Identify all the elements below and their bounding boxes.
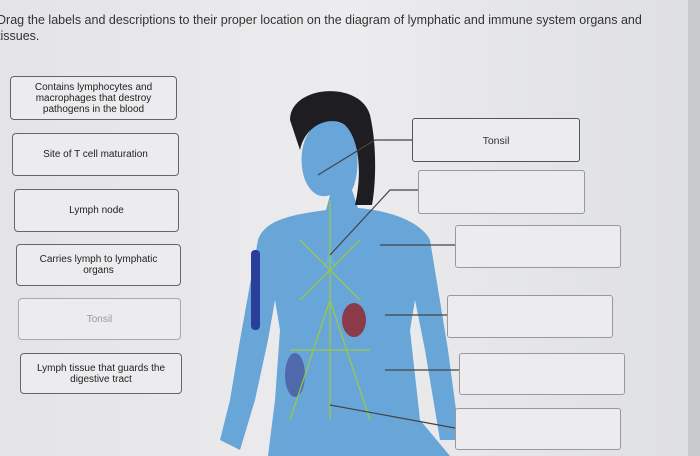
card-t-cell[interactable]: Site of T cell maturation bbox=[12, 133, 179, 176]
instructions: Drag the labels and descriptions to thei… bbox=[0, 13, 642, 43]
drop-target-5[interactable] bbox=[459, 353, 625, 395]
card-blood-filter[interactable]: Contains lymphocytes and macrophages tha… bbox=[10, 76, 177, 120]
human-figure bbox=[220, 91, 460, 456]
scrollbar[interactable] bbox=[688, 0, 700, 456]
leader-lines bbox=[317, 139, 459, 429]
card-digestive-tissue[interactable]: Lymph tissue that guards the digestive t… bbox=[20, 353, 182, 394]
card-tonsil[interactable]: Tonsil bbox=[18, 298, 181, 340]
drop-target-2[interactable] bbox=[418, 170, 585, 214]
drop-target-3[interactable] bbox=[455, 225, 621, 268]
card-lymph-node[interactable]: Lymph node bbox=[14, 189, 179, 232]
drop-target-4[interactable] bbox=[447, 295, 613, 338]
card-lymph-vessel[interactable]: Carries lymph to lymphatic organs bbox=[16, 244, 181, 286]
drop-target-1[interactable]: Tonsil bbox=[412, 118, 580, 162]
drop-target-6[interactable] bbox=[455, 408, 621, 450]
